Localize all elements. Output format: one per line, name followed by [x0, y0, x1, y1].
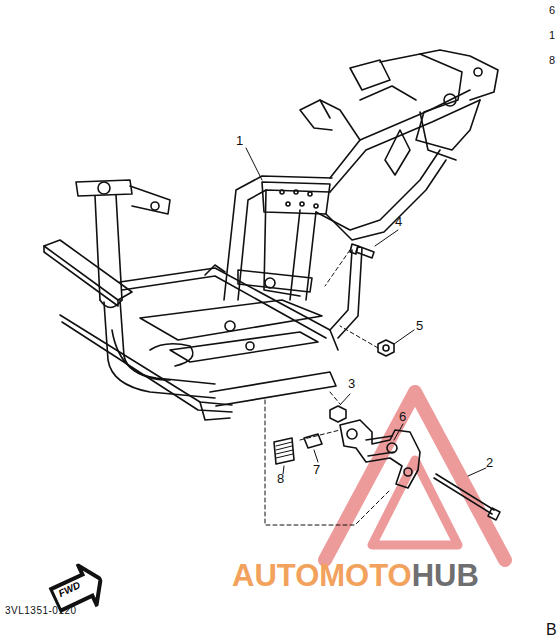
callout-number: 4	[395, 215, 402, 228]
callout-number: 1	[236, 134, 243, 147]
callout-number: 7	[313, 463, 320, 476]
callout-number: 2	[486, 456, 493, 469]
edge-fragment: 1	[549, 30, 555, 41]
watermark-text: HUB	[412, 560, 479, 591]
edge-fragment: B	[546, 622, 557, 638]
callout-number: 6	[399, 410, 406, 423]
watermark-text: AUTOMOTO	[232, 560, 412, 591]
edge-fragment: 6	[549, 5, 555, 16]
callout-number: 5	[416, 319, 423, 332]
edge-fragment: 8	[549, 55, 555, 66]
watermark-triangle	[325, 392, 505, 560]
callout-number: 8	[277, 472, 284, 485]
callout-number: 3	[348, 377, 355, 390]
